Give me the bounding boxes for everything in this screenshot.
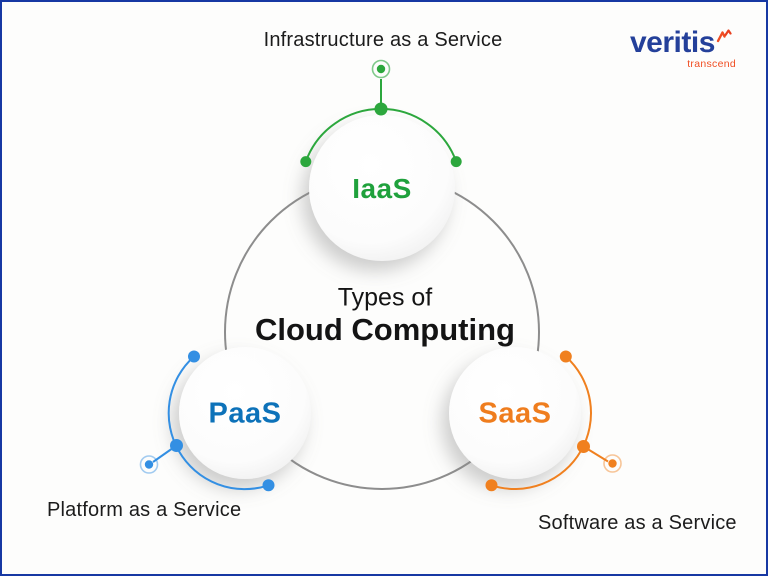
- paas-arc-dot-top: [188, 350, 200, 363]
- saas-node-label: SaaS: [478, 397, 552, 430]
- paas-circle: [179, 347, 311, 479]
- paas-target-dot-icon: [144, 460, 154, 469]
- iaas-caption: Infrastructure as a Service: [263, 29, 503, 51]
- saas-pointer-line: [582, 445, 609, 463]
- paas-arc-dot-bottom: [262, 479, 275, 492]
- iaas-node-label: IaaS: [352, 173, 412, 204]
- saas-circle: [449, 347, 581, 479]
- page-title-line1: Types of: [337, 283, 433, 312]
- veritis-tagline: transcend: [687, 58, 736, 70]
- saas-target-ring-icon: [603, 454, 622, 473]
- veritis-wordmark: veritis: [630, 26, 715, 59]
- paas-node-label: PaaS: [208, 397, 282, 430]
- iaas-circle: [309, 115, 455, 261]
- veritis-logo: veritis transcend: [630, 26, 750, 71]
- iaas-connector: [300, 59, 462, 168]
- iaas-arc-dot-right: [450, 156, 462, 168]
- saas-connector: [485, 350, 622, 492]
- saas-target-dot-icon: [608, 459, 617, 468]
- paas-connector: [139, 350, 275, 492]
- page-title-line2: Cloud Computing: [255, 312, 515, 347]
- paas-target-ring-icon: [139, 455, 159, 474]
- saas-arc-dot-bottom: [485, 479, 498, 492]
- saas-caption: Software as a Service: [538, 512, 737, 534]
- iaas-target-dot-icon: [376, 64, 386, 74]
- iaas-arc-dot-left: [300, 156, 312, 168]
- paas-pointer-line: [152, 444, 178, 463]
- paas-caption: Platform as a Service: [47, 499, 242, 521]
- iaas-arc-dot-top: [374, 102, 388, 116]
- iaas-target-ring-icon: [371, 59, 391, 79]
- logo-chevron-icon: [716, 29, 732, 43]
- saas-arc-dot-top: [559, 350, 572, 363]
